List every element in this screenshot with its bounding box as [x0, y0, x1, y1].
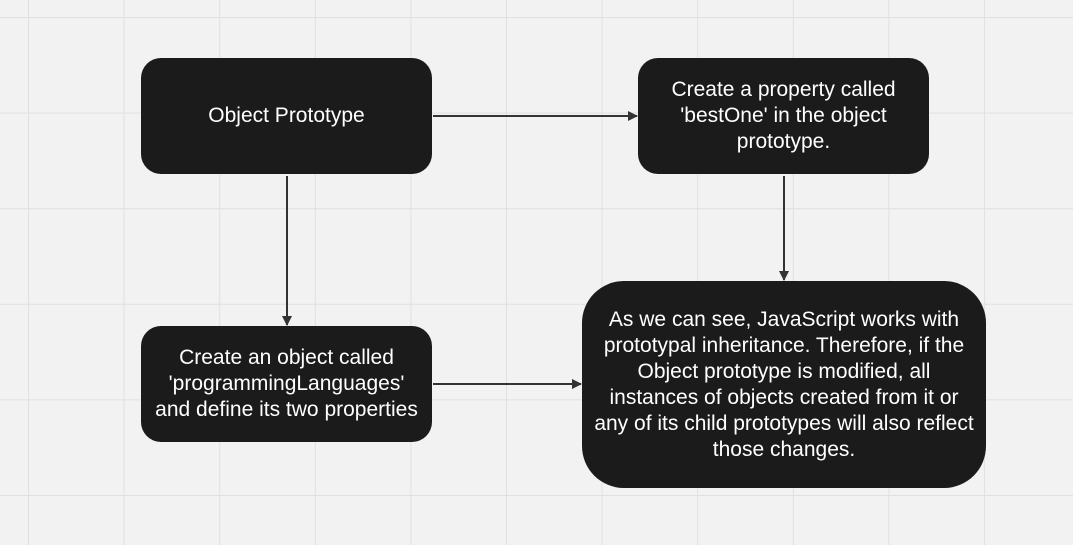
node-create-object[interactable]: Create an object called 'programmingLang…	[141, 326, 432, 442]
node-create-object-label: Create an object called 'programmingLang…	[155, 346, 418, 421]
node-create-property-label: Create a property called 'bestOne' in th…	[671, 78, 896, 153]
node-conclusion[interactable]: As we can see, JavaScript works with pro…	[582, 281, 986, 488]
node-object-prototype[interactable]: Object Prototype	[141, 58, 432, 174]
node-conclusion-label: As we can see, JavaScript works with pro…	[594, 307, 974, 461]
node-create-property[interactable]: Create a property called 'bestOne' in th…	[638, 58, 929, 174]
node-object-prototype-label: Object Prototype	[208, 104, 365, 127]
